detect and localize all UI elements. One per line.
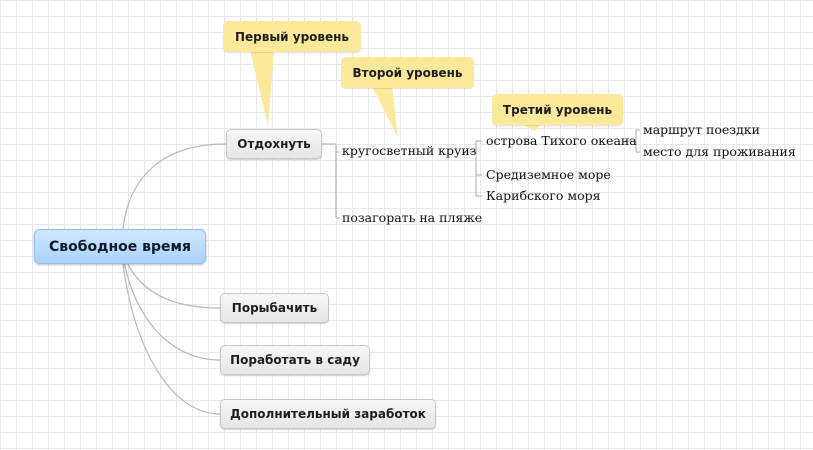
topic-mesto-dlya-prozhivaniya[interactable]: место для проживания: [643, 144, 796, 159]
callout-level3: Третий уровень: [492, 94, 623, 125]
branch-dopolnitelny-zarabotok[interactable]: Дополнительный заработок: [220, 399, 436, 429]
callout-level1: Первый уровень: [223, 21, 361, 52]
branch-porabotat-v-sadu[interactable]: Поработать в саду: [220, 345, 370, 375]
topic-marshrut-poezdki[interactable]: маршрут поездки: [643, 122, 760, 137]
topic-krugosvetny-kruiz[interactable]: кругосветный круиз: [342, 143, 477, 158]
root-node-svobodnoe-vremya[interactable]: Свободное время: [34, 229, 206, 264]
topic-karibskogo-morya[interactable]: Карибского моря: [486, 188, 601, 203]
topic-ostrova-tikhogo-okeana[interactable]: острова Тихого океана: [486, 133, 637, 148]
callout-level2: Второй уровень: [341, 57, 474, 88]
topic-sredizemnoe-more[interactable]: Средиземное море: [486, 167, 611, 182]
branch-otdohnut[interactable]: Отдохнуть: [226, 129, 322, 159]
connector-root-porabotat: [121, 250, 221, 361]
topic-pozagorat-na-plyazhe[interactable]: позагорать на пляже: [342, 210, 483, 225]
branch-porybachit[interactable]: Порыбачить: [220, 293, 329, 323]
connector-root-zarabotok: [121, 252, 221, 415]
connector-root-otdohnut: [121, 143, 227, 248]
